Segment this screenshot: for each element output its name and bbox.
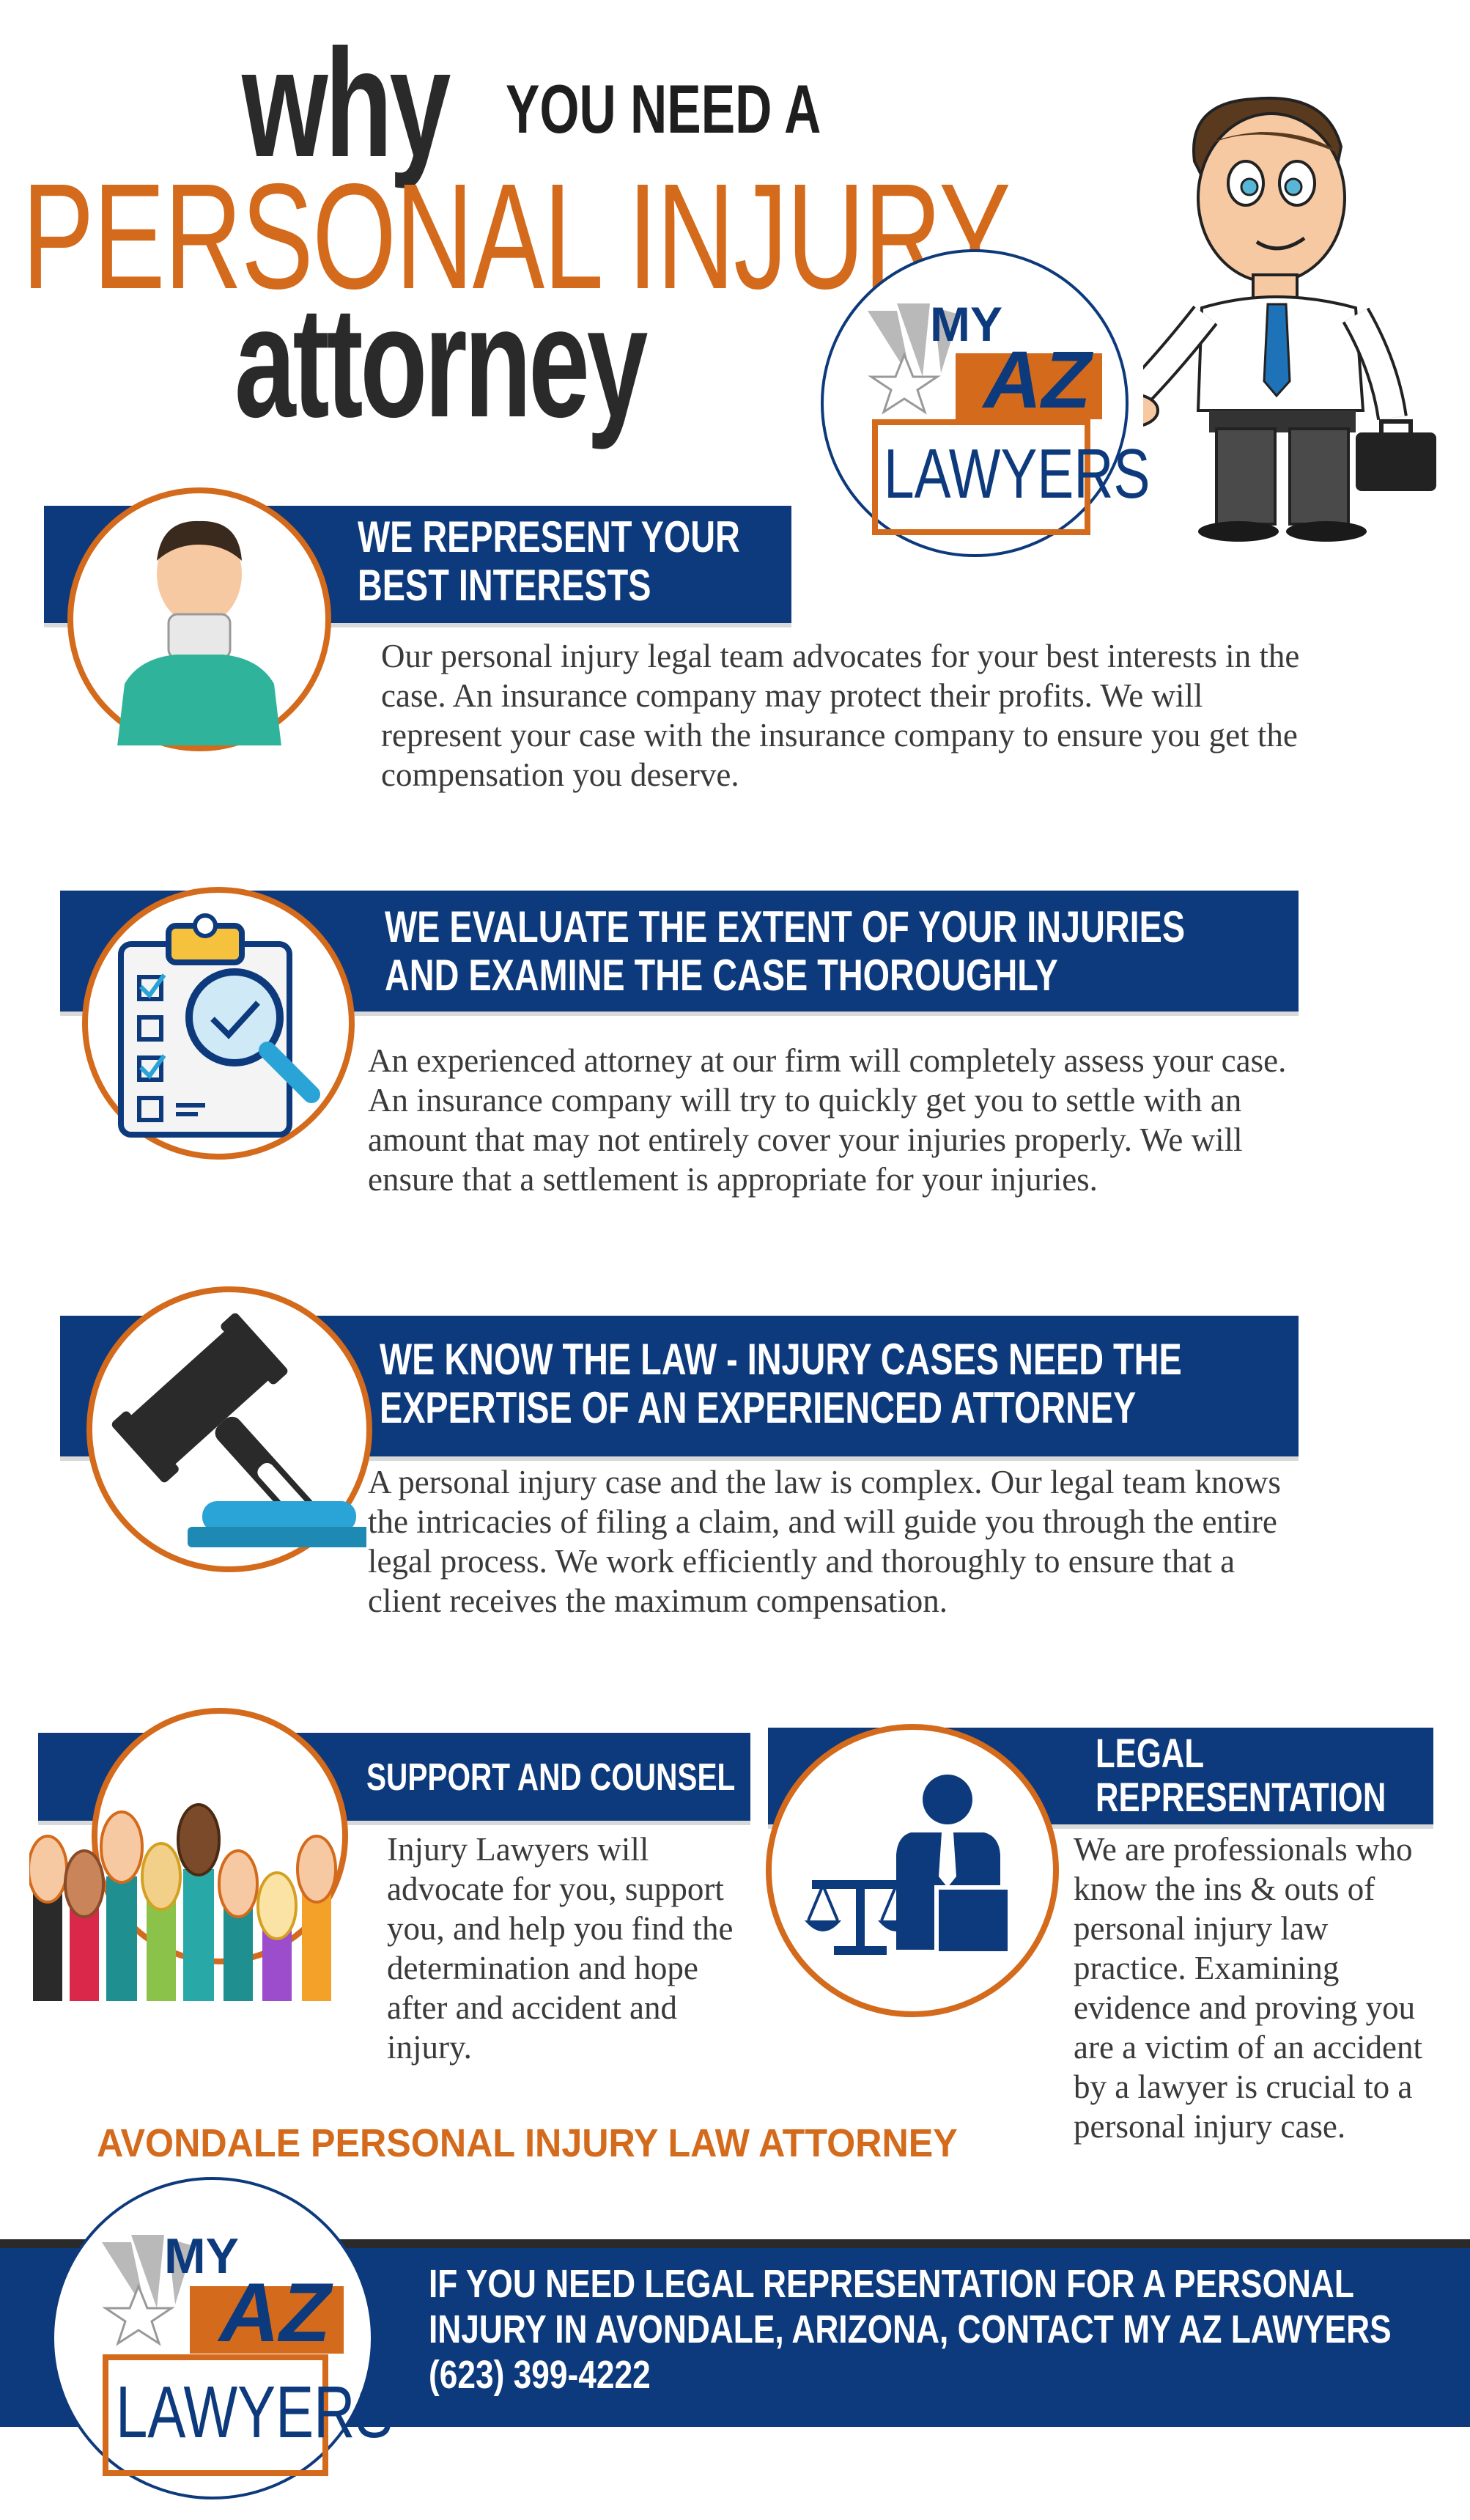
gavel-icon — [111, 1313, 371, 1547]
section-1-title-line-2: BEST INTERESTS — [358, 561, 651, 610]
support-body: Injury Lawyers will advocate for you, su… — [387, 1831, 734, 2066]
support-title: SUPPORT AND COUNSEL — [366, 1756, 736, 1799]
clipboard-magnifier-icon — [118, 913, 320, 1138]
section-1-title-line-1: WE REPRESENT YOUR — [358, 512, 740, 561]
footer-logo: MY AZ LAWYERS — [51, 2177, 394, 2499]
legal-title-line-1: LEGAL — [1096, 1730, 1205, 1776]
legal-icon-circle — [766, 1724, 1059, 2017]
logo-az: AZ — [983, 335, 1091, 425]
title-you-need-a: YOU NEED A — [506, 70, 821, 147]
section-2-body: An experienced attorney at our firm will… — [368, 1042, 1287, 1198]
logo-emblem-icon — [868, 303, 1102, 535]
cartoon-lawyer-icon — [1143, 96, 1436, 542]
footer-logo-az: AZ — [219, 2266, 330, 2359]
legal-body: We are professionals who know the ins & … — [1074, 1831, 1422, 2145]
footer-phone[interactable]: (623) 399-4222 — [429, 2353, 651, 2397]
header-logo: MY AZ LAWYERS — [821, 249, 1150, 557]
logo-my: MY — [930, 297, 1002, 351]
legal-title-line-2: REPRESENTATION — [1096, 1774, 1386, 1820]
injured-person-neck-brace-icon — [117, 520, 281, 746]
footer-logo-emblem-icon — [102, 2235, 344, 2476]
title-why: why — [242, 17, 451, 189]
raised-hands-icon — [29, 1803, 337, 2001]
section-2-title-line-1: WE EVALUATE THE EXTENT OF YOUR INJURIES — [385, 902, 1186, 951]
footer-line-2: INJURY IN AVONDALE, ARIZONA, CONTACT MY … — [429, 2307, 1392, 2351]
section-1-body: Our personal injury legal team advocates… — [381, 638, 1300, 793]
logo-lawyers: LAWYERS — [884, 435, 1150, 513]
tagline: AVONDALE PERSONAL INJURY LAW ATTORNEY — [97, 2121, 958, 2165]
section-2-icon-circle — [82, 887, 355, 1160]
title-attorney: attorney — [234, 273, 648, 450]
section-2-title-line-2: AND EXAMINE THE CASE THOROUGHLY — [385, 951, 1058, 1000]
section-3-title-line-1: WE KNOW THE LAW - INJURY CASES NEED THE — [380, 1335, 1182, 1384]
section-3-icon-circle — [86, 1286, 372, 1572]
lawyer-scales-icon — [805, 1775, 1012, 1956]
title-personal-injury: PERSONAL INJURY — [22, 152, 1011, 320]
section-3-body: A personal injury case and the law is co… — [368, 1464, 1281, 1619]
section-1-icon-circle — [67, 487, 331, 751]
footer-logo-lawyers: LAWYERS — [116, 2371, 394, 2453]
footer-line-1: IF YOU NEED LEGAL REPRESENTATION FOR A P… — [429, 2262, 1354, 2306]
section-3-title-line-2: EXPERTISE OF AN EXPERIENCED ATTORNEY — [380, 1383, 1137, 1432]
footer-logo-my: MY — [164, 2228, 239, 2284]
